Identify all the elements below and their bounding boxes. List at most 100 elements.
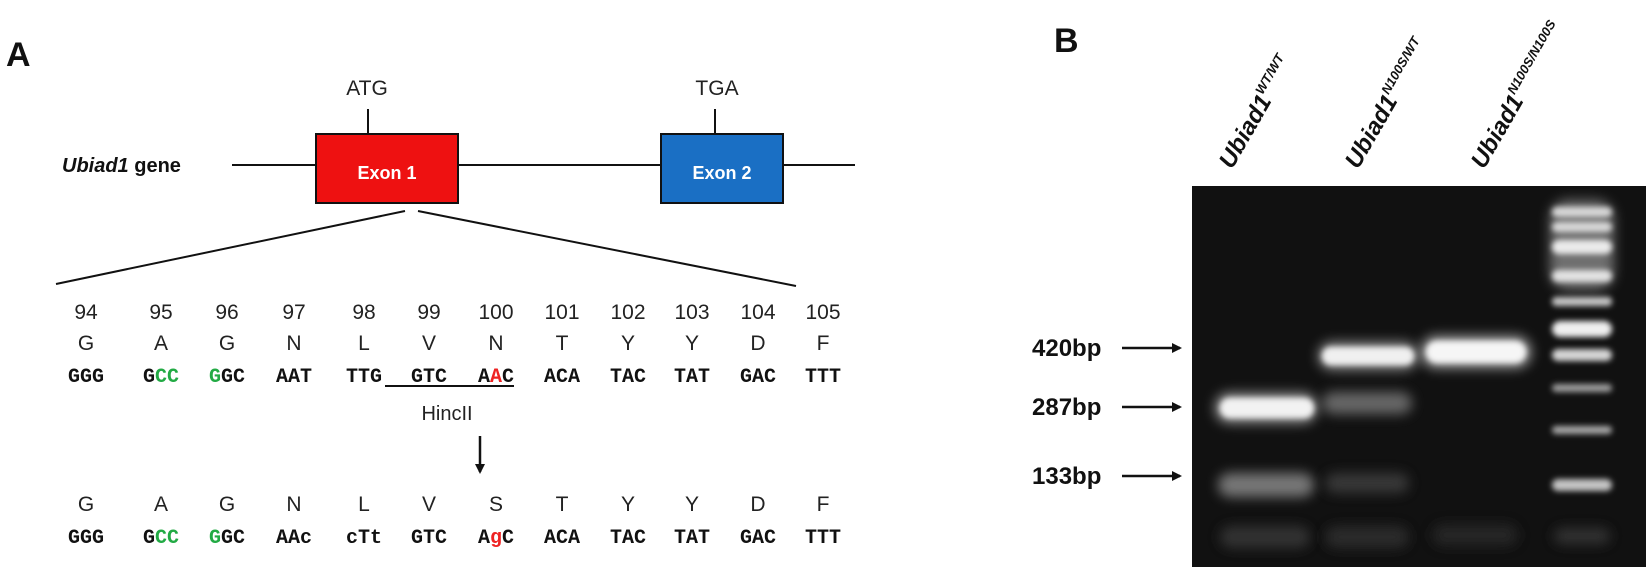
codon-position: 95 xyxy=(149,301,172,324)
exon-2-label: Exon 2 xyxy=(692,163,751,183)
ladder-band xyxy=(1552,479,1612,491)
mutant-codon: TAC xyxy=(610,527,646,550)
ladder-band xyxy=(1552,297,1612,306)
gel-lane-3 xyxy=(1421,336,1531,546)
mutant-amino-acid: G xyxy=(219,493,235,516)
mutant-amino-acid: L xyxy=(358,493,370,516)
ladder-band xyxy=(1552,222,1612,232)
gel-lane-2 xyxy=(1318,342,1418,548)
codon-segment: C xyxy=(502,366,514,389)
mutant-amino-acid: F xyxy=(817,493,830,516)
gene-label: Ubiad1 gene xyxy=(62,155,181,177)
gel-lane-1 xyxy=(1215,393,1317,548)
band-287-lane1 xyxy=(1220,398,1314,418)
codon-segment: A xyxy=(478,527,490,550)
exon-2-box xyxy=(660,133,784,204)
mutant-codon: GGG xyxy=(68,527,104,550)
codon-segment: TAC xyxy=(610,527,646,550)
mutant-amino-acid: G xyxy=(78,493,94,516)
mutant-amino-acid: Y xyxy=(621,493,635,516)
primer-dimer-lane1 xyxy=(1220,526,1310,548)
wt-amino-acid: Y xyxy=(685,332,699,355)
band-420-lane2 xyxy=(1322,347,1414,365)
codon-segment: ACA xyxy=(544,366,580,389)
codon-position: 98 xyxy=(352,301,375,324)
mutant-amino-acid: V xyxy=(422,493,436,516)
primer-dimer-lane3 xyxy=(1432,524,1518,546)
panel-a-letter: A xyxy=(6,36,31,74)
wt-codon: ACA xyxy=(544,366,580,389)
stop-codon-label: TGA xyxy=(695,77,738,100)
mutant-codon: TTT xyxy=(805,527,841,550)
wt-amino-acid: D xyxy=(750,332,765,355)
codon-segment: TTG xyxy=(346,366,382,389)
mutant-amino-acid: D xyxy=(750,493,765,516)
lane-label: Ubiad1N100S/N100S xyxy=(1464,17,1571,173)
codon-segment: G xyxy=(143,527,155,550)
codon-segment: CC xyxy=(155,366,179,389)
lane-gene-name: Ubiad1 xyxy=(1466,90,1529,173)
lane-gene-name: Ubiad1 xyxy=(1214,90,1277,173)
exon-1-label: Exon 1 xyxy=(357,163,416,183)
codon-segment: GTC xyxy=(411,527,447,550)
wt-amino-acid: G xyxy=(78,332,94,355)
codon-position: 102 xyxy=(610,301,645,324)
codon-position: 99 xyxy=(417,301,440,324)
codon-segment: TTT xyxy=(805,366,841,389)
codon-segment: TAT xyxy=(674,366,710,389)
zoom-line-left xyxy=(55,210,406,285)
ladder-band xyxy=(1552,321,1612,337)
wt-codon: GGC xyxy=(209,366,245,389)
primer-dimer-lane2 xyxy=(1325,526,1409,548)
lane-genotype: N100S/WT xyxy=(1378,33,1423,96)
wt-codon: AAC xyxy=(478,366,514,389)
gene-name: Ubiad1 xyxy=(62,155,129,177)
codon-segment: ACA xyxy=(544,527,580,550)
codon-segment: G xyxy=(143,366,155,389)
codon-segment: G xyxy=(209,366,221,389)
lane-labels: Ubiad1WT/WTUbiad1N100S/WTUbiad1N100S/N10… xyxy=(1212,17,1571,173)
lane-label: Ubiad1WT/WT xyxy=(1212,50,1300,173)
wt-codon: GCC xyxy=(143,366,179,389)
wt-amino-acid: F xyxy=(817,332,830,355)
mutant-codon: AgC xyxy=(478,527,514,550)
band-133-lane2 xyxy=(1325,473,1409,493)
ladder-front xyxy=(1554,528,1610,544)
codon-position: 105 xyxy=(805,301,840,324)
wt-codon: TAT xyxy=(674,366,710,389)
wt-codon: GAC xyxy=(740,366,776,389)
gel-image xyxy=(1192,186,1646,567)
wt-codon: AAT xyxy=(276,366,312,389)
codon-position: 94 xyxy=(74,301,98,324)
codon-position: 100 xyxy=(478,301,513,324)
wt-amino-acid: G xyxy=(219,332,235,355)
codon-position: 96 xyxy=(215,301,238,324)
lane-gene-name: Ubiad1 xyxy=(1340,90,1403,173)
panel-b-letter: B xyxy=(1054,22,1079,60)
wt-codon: TTT xyxy=(805,366,841,389)
codon-segment: TAC xyxy=(610,366,646,389)
mutant-codon: ACA xyxy=(544,527,580,550)
mutant-amino-acid: N xyxy=(286,493,301,516)
wt-codon: TTG xyxy=(346,366,382,389)
ladder-band xyxy=(1552,349,1612,361)
codon-position: 97 xyxy=(282,301,305,324)
mutant-amino-acid: T xyxy=(556,493,569,516)
wt-amino-acid: N xyxy=(286,332,301,355)
wt-amino-acid: L xyxy=(358,332,370,355)
wt-amino-acid: Y xyxy=(621,332,635,355)
band-420-lane3 xyxy=(1426,341,1526,363)
codon-segment: G xyxy=(209,527,221,550)
mutant-amino-acid: S xyxy=(489,493,503,516)
codon-segment: GTC xyxy=(411,366,447,389)
mutant-codon: AAc xyxy=(276,527,312,550)
codon-segment: GAC xyxy=(740,527,776,550)
codon-segment: cTt xyxy=(346,527,382,550)
lane-genotype: N100S/N100S xyxy=(1504,17,1559,97)
wt-amino-acid: T xyxy=(556,332,569,355)
ladder-lane xyxy=(1550,200,1614,544)
